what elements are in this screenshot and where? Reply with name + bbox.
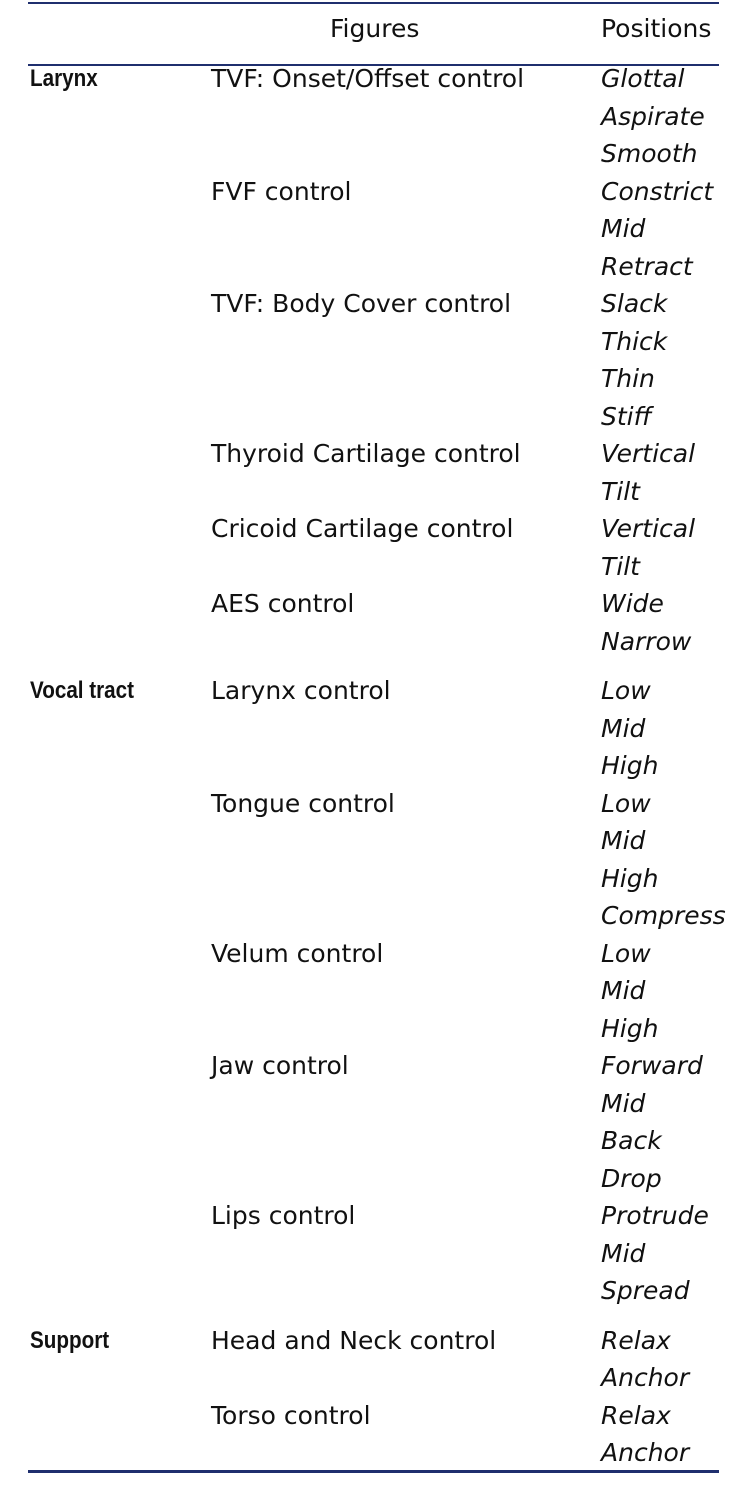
position-item: Anchor <box>601 1363 690 1392</box>
position-item: Low <box>601 938 651 968</box>
group-label: Larynx <box>30 65 98 92</box>
figure-name: FVF control <box>211 176 352 206</box>
position-item: Low <box>601 676 651 705</box>
position-item: Mid <box>601 976 646 1005</box>
figure-name: AES control <box>211 589 355 618</box>
position-item: Stiff <box>601 401 652 431</box>
position-item: Narrow <box>601 626 692 656</box>
position-item: High <box>601 751 659 780</box>
position-item: Vertical <box>601 514 696 543</box>
figure-name: Head and Neck control <box>211 1325 497 1355</box>
position-item: Tilt <box>601 551 640 581</box>
position-item: High <box>601 863 659 893</box>
figure-name: Lips control <box>211 1201 356 1230</box>
column-header-figures: Figures <box>330 14 420 43</box>
figure-name: Cricoid Cartilage control <box>211 514 514 543</box>
position-item: Mid <box>601 1088 646 1118</box>
position-item: Mid <box>601 713 646 743</box>
figure-name: Tongue control <box>211 788 395 818</box>
position-item: Glottal <box>601 64 685 93</box>
header-rule <box>28 64 719 66</box>
position-item: Low <box>601 788 651 818</box>
group-label: Support <box>30 1326 110 1354</box>
column-header-positions: Positions <box>601 14 712 43</box>
position-item: Compress <box>601 901 726 930</box>
position-item: Constrict <box>601 176 714 206</box>
position-item: Retract <box>601 251 693 281</box>
position-item: Back <box>601 1126 662 1155</box>
figure-name: Larynx control <box>211 676 391 705</box>
position-item: Mid <box>601 214 646 243</box>
table-bottom-rule <box>28 1470 719 1473</box>
position-item: High <box>601 1013 659 1043</box>
figure-name: Thyroid Cartilage control <box>211 439 521 468</box>
position-item: Wide <box>601 589 664 618</box>
position-item: Spread <box>601 1276 690 1305</box>
position-item: Relax <box>601 1325 671 1355</box>
group-label: Vocal tract <box>30 677 135 704</box>
position-item: Aspirate <box>601 101 705 131</box>
position-item: Anchor <box>601 1438 690 1467</box>
figure-name: Velum control <box>211 938 384 968</box>
position-item: Protrude <box>601 1201 709 1230</box>
table-top-rule <box>28 2 719 4</box>
figure-name: TVF: Body Cover control <box>211 289 512 318</box>
position-item: Thick <box>601 326 668 356</box>
position-item: Mid <box>601 1238 646 1268</box>
position-item: Slack <box>601 289 668 318</box>
position-item: Thin <box>601 364 655 393</box>
figure-name: TVF: Onset/Offset control <box>211 64 525 93</box>
figure-name: Torso control <box>211 1400 371 1430</box>
position-item: Relax <box>601 1400 671 1430</box>
position-item: Vertical <box>601 439 696 468</box>
position-item: Mid <box>601 826 646 855</box>
position-item: Smooth <box>601 139 698 168</box>
position-item: Forward <box>601 1051 703 1080</box>
figure-name: Jaw control <box>211 1051 349 1080</box>
position-item: Drop <box>601 1163 662 1193</box>
position-item: Tilt <box>601 476 640 506</box>
